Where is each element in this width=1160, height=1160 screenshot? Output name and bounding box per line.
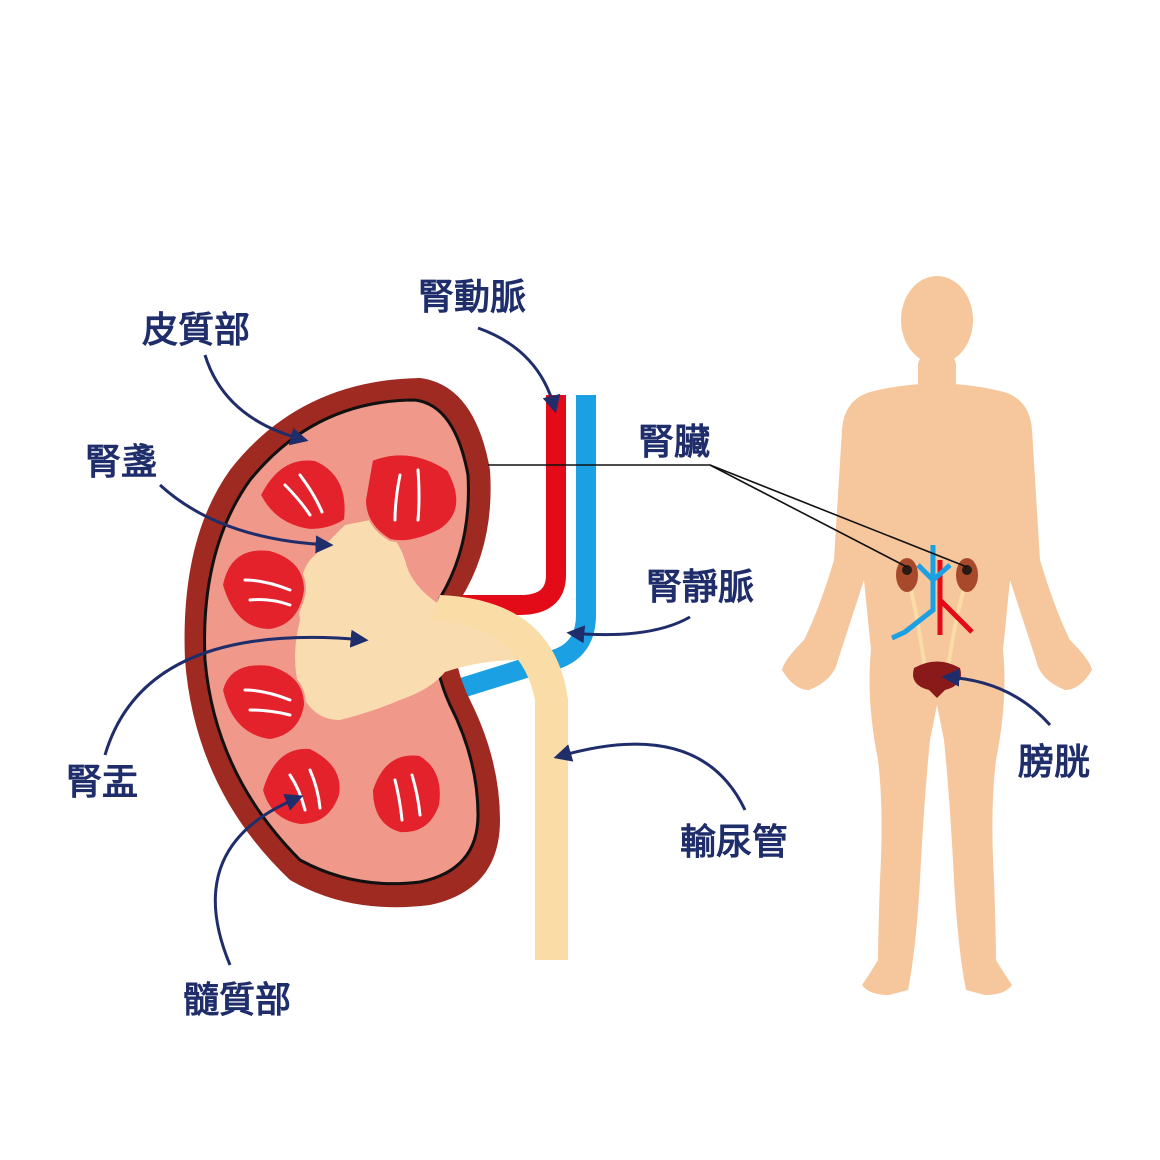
label-pelvis: 腎盂 — [66, 762, 139, 803]
label-calyx: 腎盞 — [85, 442, 158, 483]
arrow-bladder — [941, 668, 1052, 726]
medulla-pyramids — [220, 453, 459, 835]
label-renal-artery: 腎動脈 — [418, 277, 527, 318]
renal-pelvis — [295, 520, 520, 720]
arrow-calyx — [158, 483, 334, 554]
arrow-pelvis — [103, 629, 369, 756]
label-ureter: 輸尿管 — [680, 822, 789, 863]
label-medulla: 髓質部 — [183, 980, 292, 1021]
label-renal-vein: 腎靜脈 — [646, 567, 755, 608]
arrow-renal-artery — [477, 326, 561, 414]
pointer-lines — [103, 326, 1052, 966]
label-kidney: 腎臟 — [638, 422, 711, 463]
arrow-medulla — [213, 794, 304, 966]
kidney-leader-lines — [488, 464, 968, 568]
human-body — [782, 276, 1092, 995]
label-bladder: 膀胱 — [1018, 742, 1091, 783]
ureter — [430, 595, 568, 960]
kidney-section — [184, 378, 596, 960]
pyramid-streaks — [243, 468, 422, 822]
arrow-cortex — [203, 354, 309, 446]
label-cortex: 皮質部 — [142, 310, 251, 351]
arrow-ureter — [553, 742, 747, 811]
renal-artery — [450, 395, 566, 615]
arrow-renal-vein — [566, 615, 691, 644]
